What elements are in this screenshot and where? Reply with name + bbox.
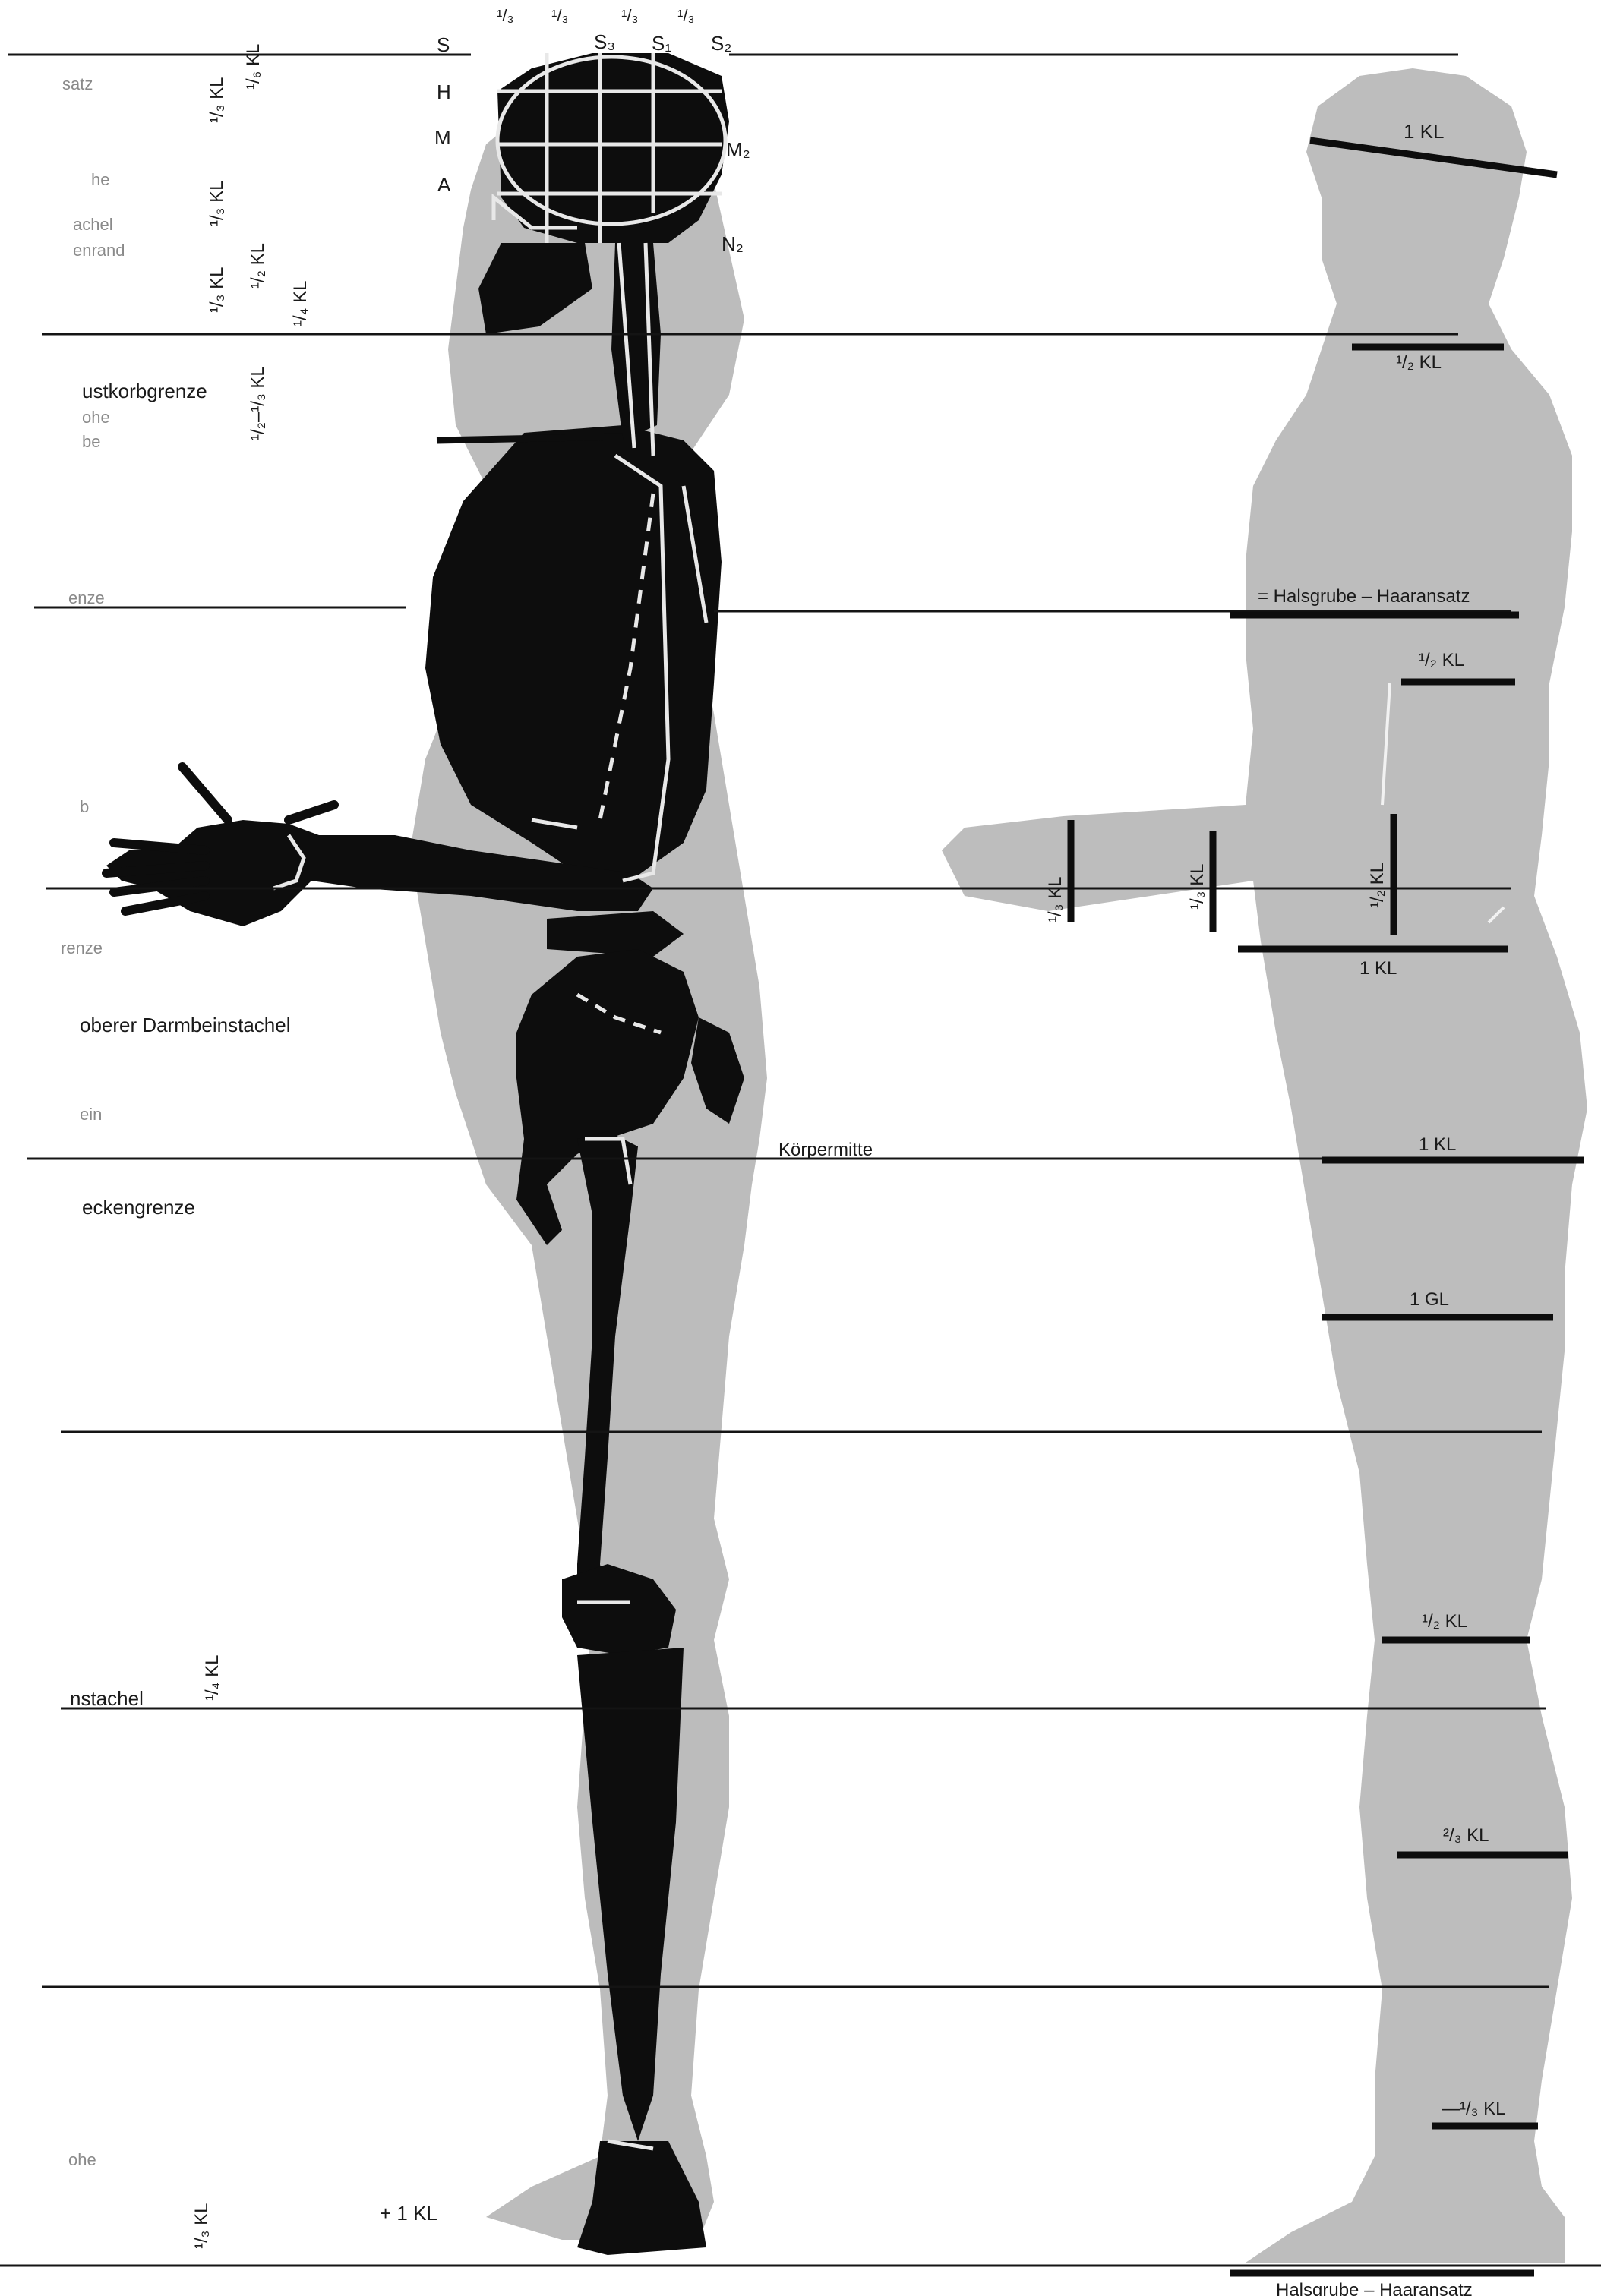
right-label-head-width: 1 KL	[1404, 120, 1445, 144]
vertical-label-head-third-2: ¹/₃ KL	[207, 181, 228, 226]
body-center-label: Körpermitte	[778, 1140, 873, 1161]
head-third-2: ¹/₃	[551, 6, 568, 26]
left-label-height-3: ohe	[68, 2150, 96, 2170]
left-label-chest-boundary: ustkorbgrenze	[82, 380, 207, 403]
head-label-H: H	[437, 80, 451, 104]
head-third-4: ¹/₃	[677, 6, 694, 26]
vertical-label-head-third-1: ¹/₃ KL	[207, 77, 228, 123]
right-label-chest: = Halsgrube – Haaransatz	[1258, 586, 1470, 607]
left-label-height-2: ohe	[82, 408, 110, 427]
left-label-edge: enrand	[73, 241, 125, 260]
right-label-hip: 1 KL	[1419, 1134, 1456, 1156]
head-third-3: ¹/₃	[621, 6, 638, 26]
left-label-boundary: enze	[68, 588, 105, 608]
head-third-1: ¹/₃	[497, 6, 513, 26]
left-label-pit: be	[82, 432, 100, 452]
vertical-label-head-sixth: ¹/₆ KL	[243, 44, 264, 90]
left-label-bone: ein	[80, 1105, 102, 1124]
left-label-hairline: satz	[62, 74, 93, 94]
head-label-M: M	[434, 126, 451, 150]
arm-label-elbow: ¹/₃ KL	[1187, 864, 1208, 910]
head-label-M2: M₂	[726, 138, 750, 162]
right-label-calf: ²/₃ KL	[1443, 1825, 1489, 1847]
vertical-label-quarter: ¹/₄ KL	[290, 281, 311, 326]
arm-label-upper-arm: ¹/₂ KL	[1367, 863, 1388, 908]
left-label-pelvis-boundary: eckengrenze	[82, 1196, 195, 1219]
right-body-silhouette	[942, 68, 1587, 2263]
vertical-label-half-third: ¹/₂–¹/₃ KL	[248, 366, 269, 440]
left-label-height: he	[91, 170, 109, 190]
right-label-waist: 1 KL	[1359, 958, 1397, 979]
head-label-S3: S₃	[594, 30, 615, 54]
head-label-S1: S₁	[652, 32, 671, 55]
vertical-label-quarter-lower: ¹/₄ KL	[202, 1655, 223, 1701]
head-label-S: S	[437, 33, 450, 57]
vertical-label-third-foot: ¹/₃ KL	[191, 2203, 213, 2249]
left-label-limit: renze	[61, 938, 103, 958]
left-label-b: b	[80, 797, 89, 817]
right-label-foot: Halsgrube – Haaransatz	[1276, 2280, 1473, 2296]
right-label-ankle: —¹/₃ KL	[1442, 2099, 1505, 2120]
vertical-label-head-third-3: ¹/₃ KL	[207, 267, 228, 313]
right-label-thigh: 1 GL	[1410, 1289, 1449, 1310]
head-label-A: A	[437, 173, 450, 197]
right-label-upper-arm: ¹/₂ KL	[1419, 650, 1464, 671]
vertical-label-half: ¹/₂ KL	[248, 243, 269, 289]
head-label-N2: N₂	[722, 232, 744, 256]
right-label-knee: ¹/₂ KL	[1422, 1611, 1467, 1632]
left-label-spine: achel	[73, 215, 113, 235]
plus-one-kl-label: + 1 KL	[380, 2202, 437, 2225]
arm-label-forearm: ¹/₃ KL	[1045, 877, 1066, 922]
left-label-spine-2: nstachel	[70, 1687, 144, 1711]
head-label-S2: S₂	[711, 32, 731, 55]
left-label-iliac-spine: oberer Darmbeinstachel	[80, 1014, 290, 1037]
right-label-neck: ¹/₂ KL	[1396, 352, 1442, 374]
